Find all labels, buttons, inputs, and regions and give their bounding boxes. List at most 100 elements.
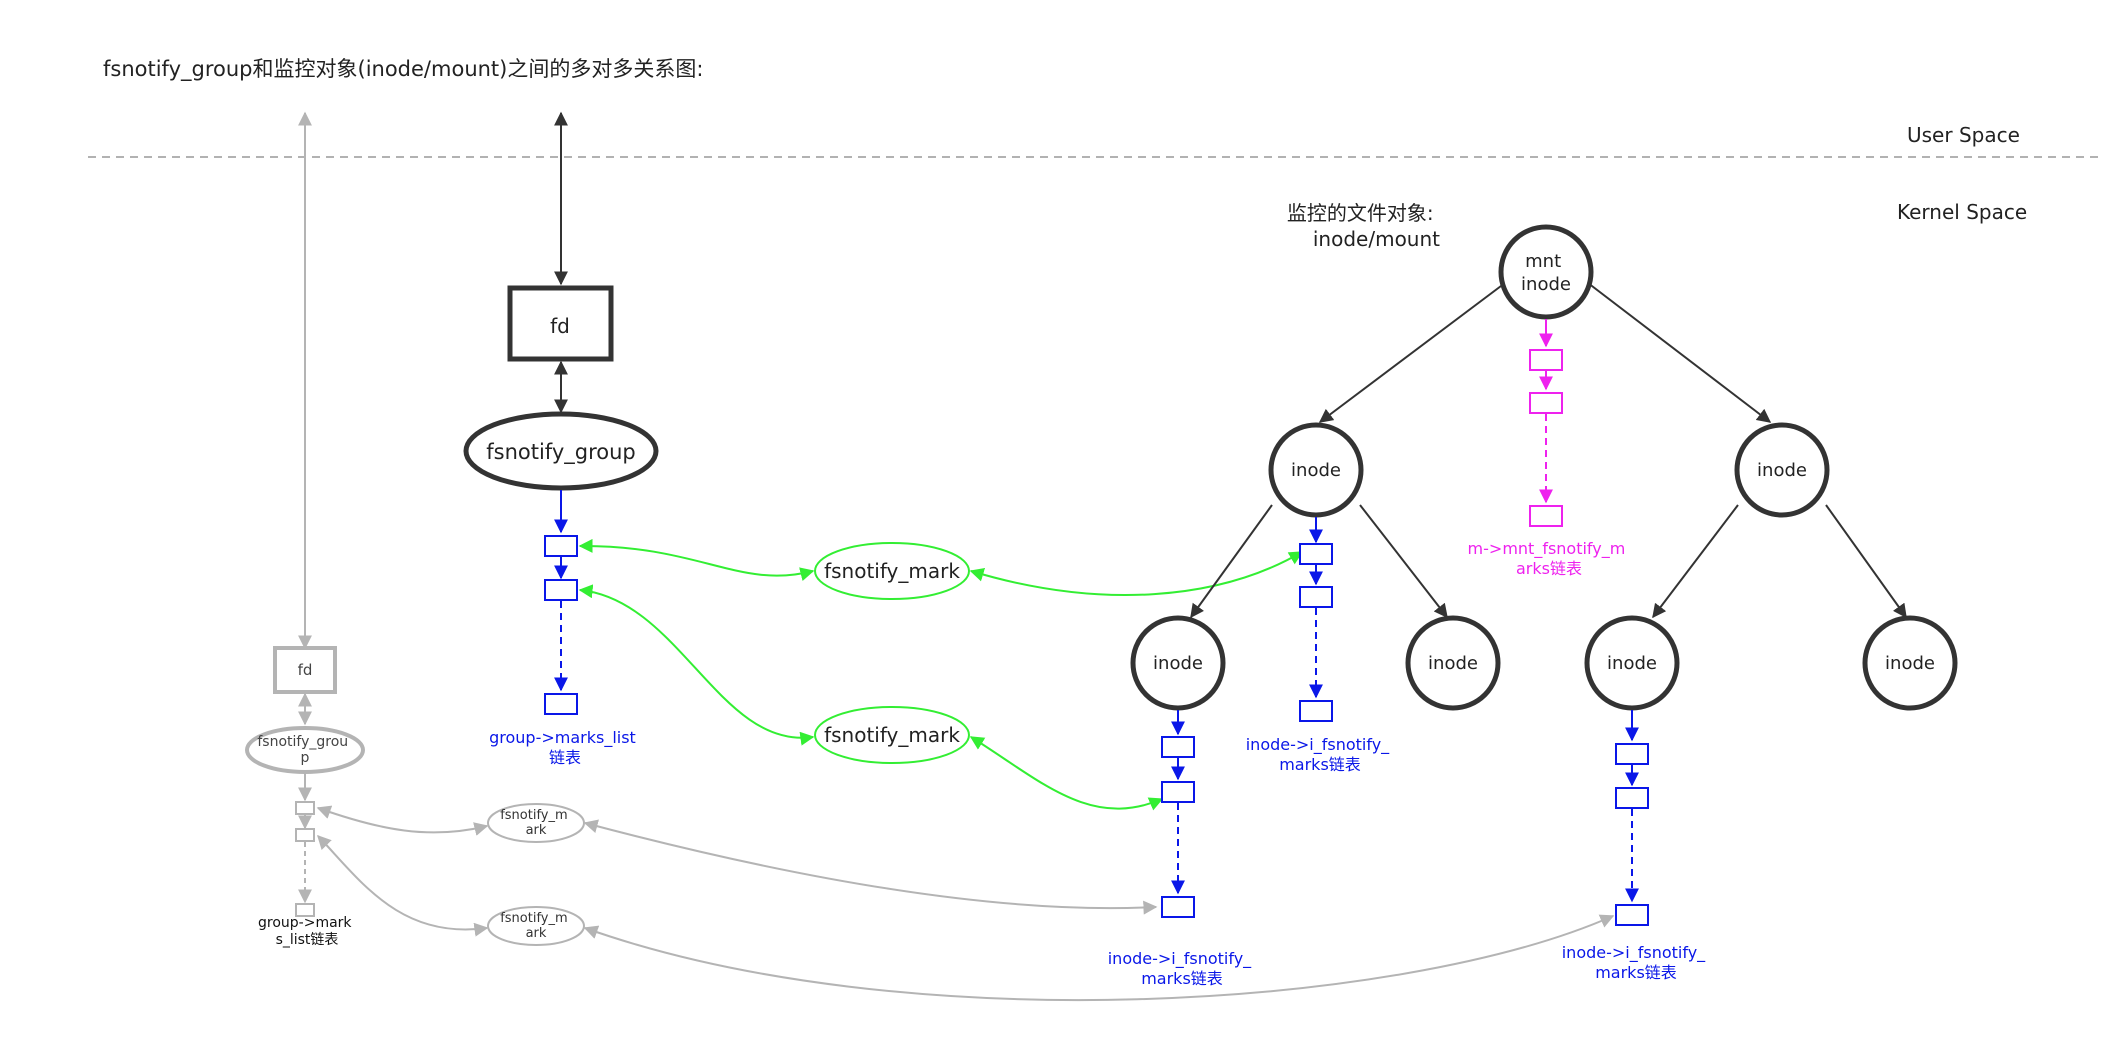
tree-edge-left-child-b — [1359, 504, 1448, 619]
inode1-list-label: inode->i_fsnotify_ marks链表 — [1246, 735, 1395, 774]
diagram-title: fsnotify_group和监控对象(inode/mount)之间的多对多关系… — [103, 57, 703, 82]
inode-label-level1-left: inode — [1291, 460, 1341, 481]
mnt-list-node-tail — [1529, 505, 1563, 527]
fsnotify-mark-label-1: fsnotify_mark — [824, 559, 960, 583]
mark1-inode-link — [969, 551, 1304, 597]
inode-tree: mnt inode inode inode inode inode inode … — [1130, 224, 1958, 711]
inode3-list-node-2 — [1615, 787, 1649, 809]
watched-objects-line2: inode/mount — [1313, 227, 1440, 251]
mark2-inode-link — [969, 736, 1164, 811]
inode3-list-label-line2: marks链表 — [1595, 963, 1677, 982]
inode-node-level2-a — [1130, 615, 1226, 711]
fd-label: fd — [550, 314, 570, 338]
group-list-label-line1: group->marks_list — [489, 728, 636, 748]
mnt-list-label-line1: m->mnt_fsnotify_m — [1468, 539, 1626, 559]
watched-objects-line1: 监控的文件对象: — [1287, 201, 1434, 225]
mnt-inode-label-line2: inode — [1521, 274, 1571, 295]
inode-node-level2-c — [1584, 615, 1680, 711]
inode2-list-node-1 — [1161, 736, 1195, 758]
tree-edge-root-left — [1318, 282, 1506, 423]
tree-edge-root-right — [1587, 282, 1772, 423]
faded-mark2-inode-link — [583, 914, 1615, 1002]
inode-marks-list-2: inode->i_fsnotify_ marks链表 — [1108, 710, 1257, 988]
fsnotify-group-node — [463, 411, 659, 491]
inode-marks-list-3: inode->i_fsnotify_ marks链表 — [1562, 710, 1711, 982]
mark1-group-link — [578, 538, 815, 581]
inode1-list-label-line2: marks链表 — [1279, 755, 1361, 774]
inode2-list-label-line2: marks链表 — [1141, 969, 1223, 988]
faded-list-label: group->mark s_list链表 — [258, 915, 356, 948]
inode-label-level2-b: inode — [1428, 653, 1478, 674]
user-space-label: User Space — [1907, 123, 2020, 147]
faded-mark-2-line2: ark — [526, 926, 547, 941]
tree-edge-right-child-b — [1825, 504, 1907, 619]
mnt-list-node-1 — [1529, 349, 1563, 371]
mnt-marks-list: m->mnt_fsnotify_m arks链表 — [1468, 319, 1631, 578]
faded-list-label-line1: group->mark — [258, 915, 352, 931]
inode-node-level2-b — [1405, 615, 1501, 711]
group-list-label-line2: 链表 — [549, 748, 581, 767]
inode-label-level2-d: inode — [1885, 653, 1935, 674]
inode-label-level1-right: inode — [1757, 460, 1807, 481]
inode3-list-node-1 — [1615, 743, 1649, 765]
inode1-list-label-line1: inode->i_fsnotify_ — [1246, 735, 1390, 755]
tree-edge-right-child-a — [1652, 504, 1739, 619]
inode2-list-label: inode->i_fsnotify_ marks链表 — [1108, 949, 1257, 988]
faded-group-node — [245, 726, 365, 774]
fd-box — [507, 285, 614, 362]
mnt-list-label-line2: arks链表 — [1516, 559, 1582, 578]
faded-group-label-line2: p — [301, 750, 310, 766]
fsnotify-mark-node-2 — [814, 706, 970, 764]
faded-group-label-line1: fsnotify_grou — [257, 734, 348, 750]
faded-list-label-line2: s_list链表 — [276, 932, 339, 948]
inode-label-level2-c: inode — [1607, 653, 1657, 674]
faded-group-subgraph: fd fsnotify_grou p group->mark s_list链表 … — [245, 111, 1615, 1002]
faded-mark-2-line1: fsnotify_m — [500, 911, 567, 926]
inode2-list-node-2 — [1161, 781, 1195, 803]
inode3-list-label-line1: inode->i_fsnotify_ — [1562, 943, 1706, 963]
inode1-list-node-2 — [1299, 586, 1333, 608]
inode-label-level2-a: inode — [1153, 653, 1203, 674]
faded-list-node-1 — [295, 801, 315, 815]
main-group-subgraph: fd fsnotify_group group->marks_list 链表 — [463, 111, 659, 767]
faded-list-node-tail — [295, 903, 315, 917]
faded-fd-box — [273, 646, 337, 694]
group-list-node-tail — [544, 693, 578, 715]
inode-node-level1-left — [1268, 422, 1364, 518]
faded-mark1-group-link — [316, 805, 489, 836]
inode1-list-node-tail — [1299, 700, 1333, 722]
mnt-inode-label-line1: mnt — [1525, 251, 1561, 272]
group-list-node-1 — [544, 535, 578, 557]
fsnotify-group-label: fsnotify_group — [486, 440, 636, 465]
inode1-list-node-1 — [1299, 543, 1333, 565]
faded-mark-1-line2: ark — [526, 823, 547, 838]
inode2-list-node-tail — [1161, 896, 1195, 918]
inode-node-level1-right — [1734, 422, 1830, 518]
faded-fd-label: fd — [298, 661, 313, 679]
inode3-list-label: inode->i_fsnotify_ marks链表 — [1562, 943, 1711, 982]
watched-objects-label: 监控的文件对象: inode/mount — [1287, 201, 1440, 251]
faded-mark1-inode-link — [583, 819, 1158, 915]
faded-mark-1-line1: fsnotify_m — [500, 808, 567, 823]
group-list-node-2 — [544, 579, 578, 601]
faded-mark-label-1: fsnotify_m ark — [500, 808, 572, 838]
mnt-list-node-2 — [1529, 392, 1563, 414]
inode2-list-label-line1: inode->i_fsnotify_ — [1108, 949, 1252, 969]
faded-list-node-2 — [295, 828, 315, 842]
tree-edge-left-child-a — [1190, 504, 1273, 619]
mnt-inode-node — [1498, 224, 1594, 320]
faded-mark-label-2: fsnotify_m ark — [500, 911, 572, 941]
inode3-list-node-tail — [1615, 904, 1649, 926]
mark2-group-link — [578, 584, 815, 746]
faded-group-label: fsnotify_grou p — [257, 734, 352, 766]
fsnotify-mark-label-2: fsnotify_mark — [824, 723, 960, 747]
group-list-label: group->marks_list 链表 — [489, 728, 641, 767]
mnt-list-label: m->mnt_fsnotify_m arks链表 — [1468, 539, 1631, 578]
kernel-space-label: Kernel Space — [1897, 200, 2027, 224]
inode-node-level2-d — [1862, 615, 1958, 711]
mark-subgraph: fsnotify_mark fsnotify_mark — [578, 538, 1304, 811]
fsnotify-mark-node-1 — [814, 542, 970, 600]
mnt-inode-label: mnt inode — [1521, 251, 1571, 295]
faded-mark2-group-link — [317, 834, 489, 937]
